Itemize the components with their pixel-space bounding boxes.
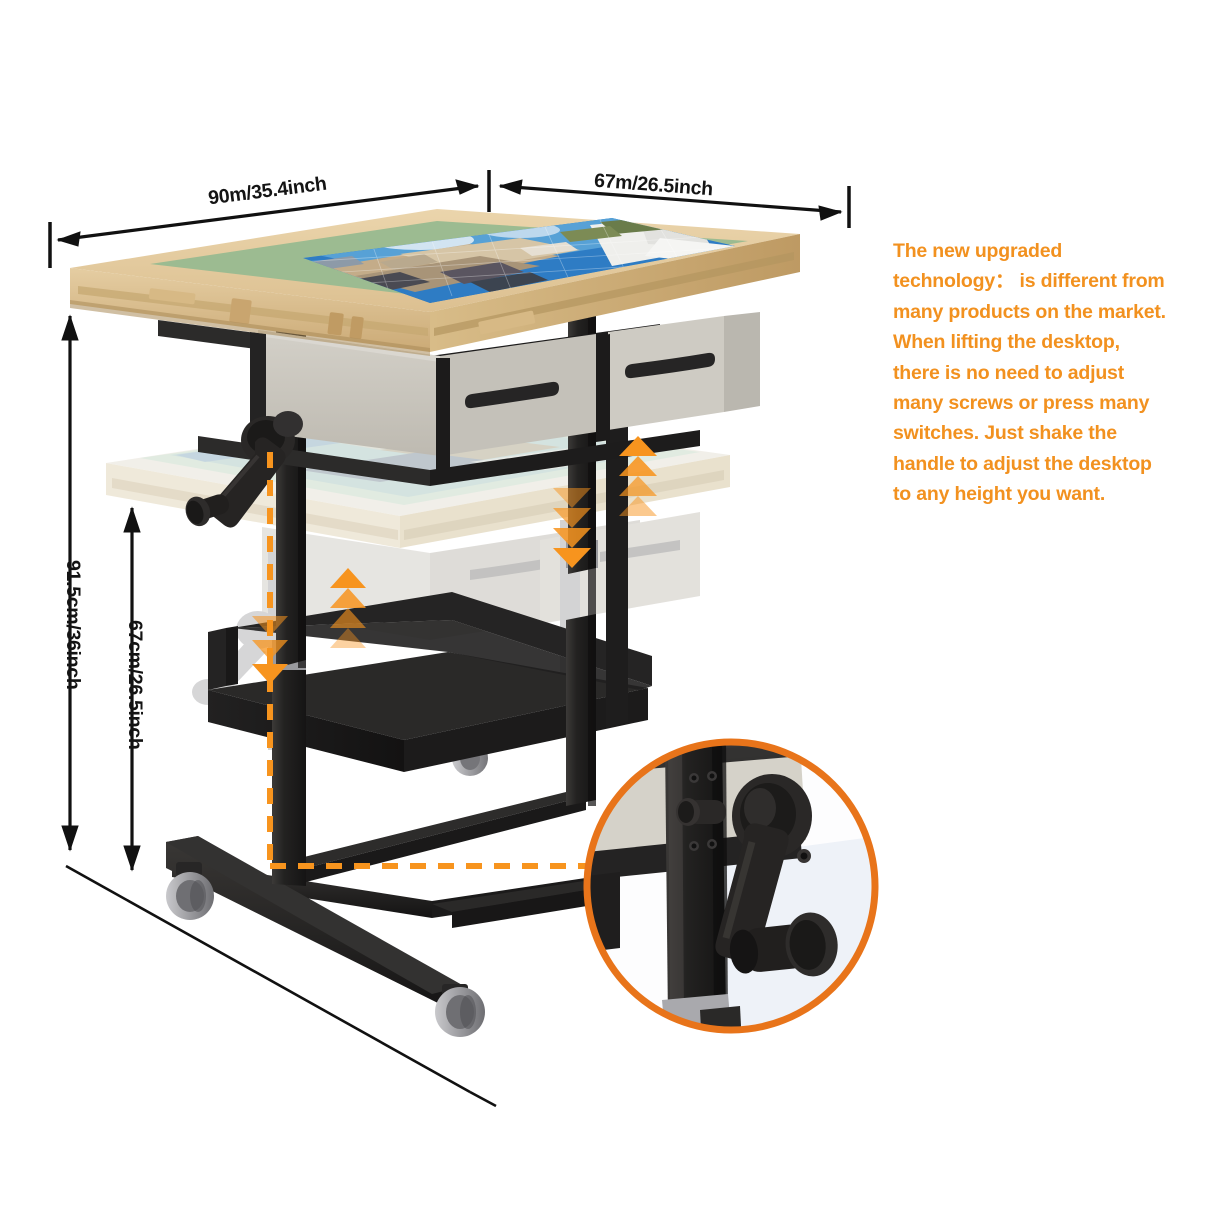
crank-handle xyxy=(185,411,303,528)
down-arrows-left xyxy=(252,616,288,684)
fabric-drawer-left xyxy=(258,330,596,456)
fabric-drawer-right xyxy=(608,312,760,430)
detail-circle-callout xyxy=(583,738,879,1034)
drawer-handle xyxy=(625,352,715,379)
min-height-dimension-label: 67cm/26.5inch xyxy=(124,620,146,750)
feature-description-text: The new upgraded technology： is differen… xyxy=(893,240,1166,506)
down-arrows-right xyxy=(553,488,591,568)
up-arrows-right xyxy=(619,436,657,516)
base-frame xyxy=(166,792,648,1014)
up-arrows-left xyxy=(330,568,366,648)
tabletop-puzzle-board xyxy=(70,209,800,356)
max-height-dimension-label: 91.5cm/36inch xyxy=(62,560,84,690)
caster-wheel-front-right xyxy=(435,984,485,1037)
ground-line-left xyxy=(65,864,471,1094)
drawer-handle xyxy=(465,381,559,409)
dimension-lines xyxy=(48,170,851,1108)
caster-wheel-front-left xyxy=(166,862,214,920)
